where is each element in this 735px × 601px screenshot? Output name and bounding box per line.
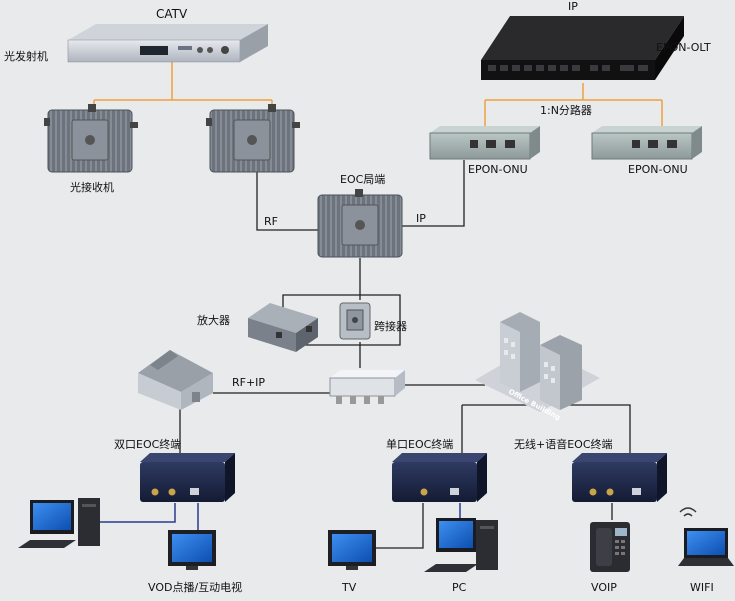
splitter-device: [329, 370, 405, 404]
label-rf: RF: [264, 215, 278, 228]
office-building-icon: [475, 312, 600, 412]
connection-lines: [93, 62, 663, 549]
tv-left-icon: [168, 530, 216, 570]
label-wireless-eoc: 无线+语音EOC终端: [514, 437, 613, 451]
epon-onu-right: [591, 126, 702, 160]
wifi-laptop-icon: [678, 507, 734, 566]
splitter-to-single: [461, 404, 631, 455]
pc-center-icon: [424, 518, 498, 572]
optical-link-olt: [484, 83, 663, 128]
label-ip: IP: [568, 0, 578, 13]
label-rf-ip: RF+IP: [232, 376, 265, 389]
label-transmitter: 光发射机: [4, 49, 48, 63]
pc-left-icon: [18, 498, 100, 548]
label-dual-eoc: 双口EOC终端: [114, 437, 181, 451]
amplifier-device: [248, 303, 318, 352]
dual-to-pc-link: [100, 503, 176, 523]
optical-receiver-right: [206, 104, 300, 173]
label-ip-link: IP: [416, 212, 426, 225]
label-catv: CATV: [156, 7, 188, 21]
label-onu-right: EPON-ONU: [628, 163, 688, 176]
label-eoc-head: EOC局端: [340, 173, 385, 186]
voip-phone-icon: [590, 522, 630, 572]
label-pc: PC: [452, 581, 467, 594]
single-to-tv: [373, 503, 424, 549]
dual-eoc-terminal: [140, 453, 235, 502]
ip-link: [402, 160, 465, 227]
label-optical-receiver: 光接收机: [70, 180, 114, 194]
epon-olt: [481, 16, 684, 80]
label-vod: VOD点播/互动电视: [148, 580, 242, 594]
label-epon-olt: EPON-OLT: [656, 41, 711, 54]
label-single-eoc: 单口EOC终端: [386, 437, 453, 451]
house-icon: [138, 350, 213, 410]
rf-link: [256, 168, 318, 231]
label-amplifier: 放大器: [197, 313, 230, 327]
optical-receiver-left: [44, 104, 138, 173]
tv-center-icon: [328, 530, 376, 570]
label-onu-left: EPON-ONU: [468, 163, 528, 176]
eoc-head-device: [317, 189, 403, 258]
epon-onu-left: [429, 126, 540, 160]
catv-transmitter: [67, 24, 268, 63]
wireless-eoc-terminal: [572, 453, 667, 502]
label-wifi: WIFI: [690, 581, 714, 594]
diagram-labels: CATV 光发射机 IP EPON-OLT 1:N分路器 EPON-ONU EP…: [4, 0, 714, 594]
label-splitter: 1:N分路器: [540, 104, 592, 117]
tap-device: [339, 302, 371, 340]
label-voip: VOIP: [591, 581, 617, 594]
label-tap: 跨接器: [374, 320, 407, 333]
label-tv: TV: [341, 581, 357, 594]
optical-link-catv: [93, 62, 273, 110]
single-eoc-terminal: [392, 453, 487, 502]
